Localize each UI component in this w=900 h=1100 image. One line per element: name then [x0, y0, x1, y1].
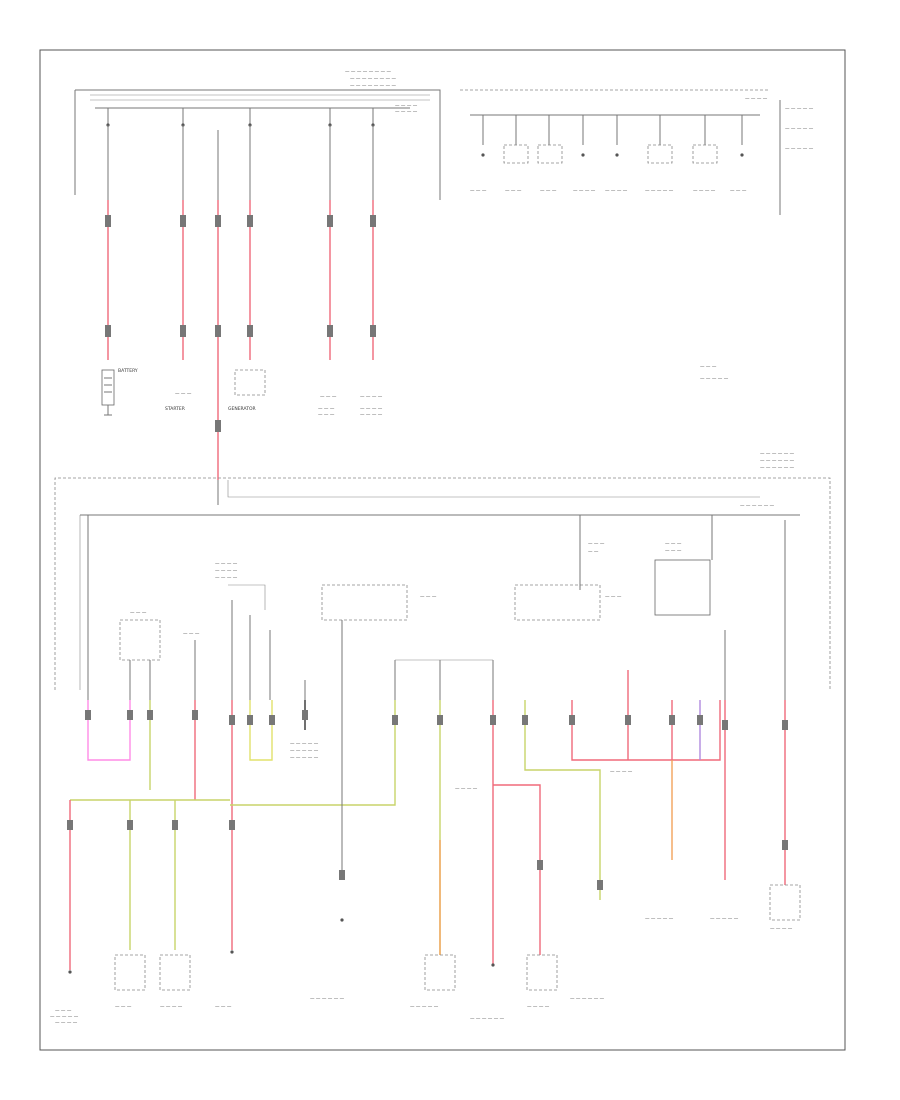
- svg-text:— — —: — — —: [318, 407, 335, 412]
- svg-text:— — — — — —: — — — — — —: [470, 1017, 505, 1022]
- svg-text:— — —: — — —: [470, 189, 487, 194]
- right-relay: [514, 584, 601, 621]
- svg-text:— — — —: — — — —: [605, 189, 628, 194]
- middle-relay: [321, 584, 408, 621]
- battery-icon: [101, 369, 115, 416]
- svg-text:— — —: — — —: [730, 189, 747, 194]
- svg-text:— — —: — — —: [665, 542, 682, 547]
- svg-text:— — —: — — —: [588, 542, 605, 547]
- svg-text:— — — — —: — — — — —: [700, 377, 729, 382]
- far-right-relay: [654, 559, 711, 616]
- svg-text:— — — — — —: — — — — — —: [760, 459, 795, 464]
- svg-text:— — — — — — — —: — — — — — — — —: [350, 84, 397, 89]
- svg-text:— — — —: — — — —: [455, 787, 478, 792]
- svg-text:— — —: — — —: [318, 413, 335, 418]
- svg-text:— — — —: — — — —: [215, 569, 238, 574]
- svg-text:— — — —: — — — —: [215, 562, 238, 567]
- svg-text:— — — —: — — — —: [770, 927, 793, 932]
- generator-box: [234, 369, 266, 396]
- top-right-section: — — — — — — — — — — — — — — — — — — — — …: [460, 89, 814, 382]
- svg-text:— — — —: — — — —: [573, 189, 596, 194]
- svg-text:— — — —: — — — —: [215, 576, 238, 581]
- svg-text:— — — —: — — — —: [745, 97, 768, 102]
- svg-text:— — — — —: — — — — —: [410, 1005, 439, 1010]
- generator-label: GENERATOR: [228, 406, 256, 412]
- svg-text:— — — —: — — — —: [693, 189, 716, 194]
- svg-text:— — — —: — — — —: [360, 395, 383, 400]
- svg-text:— — —: — — —: [130, 611, 147, 616]
- svg-text:— — — —: — — — —: [160, 1005, 183, 1010]
- svg-text:— — — — —: — — — — —: [785, 127, 814, 132]
- svg-text:— — — —: — — — —: [395, 104, 418, 109]
- svg-text:— — — —: — — — —: [360, 407, 383, 412]
- svg-text:— — — — —: — — — — —: [645, 189, 674, 194]
- svg-text:— — — — —: — — — — —: [290, 749, 319, 754]
- svg-text:— — — —: — — — —: [395, 110, 418, 115]
- top-left-power-section: — — — — — — — — — — — — — — — — — — — — …: [74, 70, 441, 505]
- svg-text:— — — — —: — — — — —: [50, 1015, 79, 1020]
- battery-label: BATTERY: [118, 368, 138, 374]
- svg-text:— — — — — —: — — — — — —: [740, 504, 775, 509]
- left-relay: [119, 619, 161, 661]
- starter-label: STARTER: [165, 406, 185, 412]
- svg-text:— — — — —: — — — — —: [290, 742, 319, 747]
- connectors-top: [105, 215, 376, 432]
- bottom-components: [68, 884, 801, 991]
- svg-text:— — — — —: — — — — —: [785, 107, 814, 112]
- svg-text:— — —: — — —: [320, 395, 337, 400]
- svg-text:— — —: — — —: [420, 595, 437, 600]
- svg-text:— — — —: — — — —: [527, 1005, 550, 1010]
- diagram-frame: [39, 49, 846, 1051]
- svg-text:— — —: — — —: [55, 1009, 72, 1014]
- top-right-modules: [481, 115, 744, 164]
- svg-text:— — —: — — —: [215, 1005, 232, 1010]
- svg-text:— — — — — —: — — — — — —: [760, 466, 795, 471]
- svg-text:— — — — — — — —: — — — — — — — —: [350, 77, 397, 82]
- svg-text:— — — — — —: — — — — — —: [570, 997, 605, 1002]
- lower-fuse-section: — — — — — — — — — — — — — — — — — — — — …: [50, 515, 801, 1026]
- svg-text:— — — — — —: — — — — — —: [760, 452, 795, 457]
- svg-text:— — —: — — —: [605, 595, 622, 600]
- svg-text:— — — —: — — — —: [360, 413, 383, 418]
- svg-text:— — —: — — —: [183, 632, 200, 637]
- svg-text:— — —: — — —: [540, 189, 557, 194]
- svg-text:— — —: — — —: [505, 189, 522, 194]
- svg-text:— — — —: — — — —: [55, 1021, 78, 1026]
- svg-text:— — — —: — — — —: [610, 770, 633, 775]
- svg-text:— — —: — — —: [665, 549, 682, 554]
- svg-text:— — —: — — —: [115, 1005, 132, 1010]
- svg-text:— —: — —: [588, 550, 599, 555]
- fuse-branches: [106, 108, 375, 127]
- svg-text:— — — — —: — — — — —: [290, 756, 319, 761]
- svg-text:— — — — — —: — — — — — —: [310, 997, 345, 1002]
- svg-text:— — —: — — —: [700, 365, 717, 370]
- lower-boundary: — — — — — — — — — — — — — — — — — — — — …: [54, 452, 831, 690]
- svg-text:— — — — —: — — — — —: [645, 917, 674, 922]
- svg-text:— — — — —: — — — — —: [785, 147, 814, 152]
- svg-text:— — — — —: — — — — —: [710, 917, 739, 922]
- svg-text:— — — — — — — —: — — — — — — — —: [345, 70, 392, 75]
- svg-text:— — —: — — —: [175, 392, 192, 397]
